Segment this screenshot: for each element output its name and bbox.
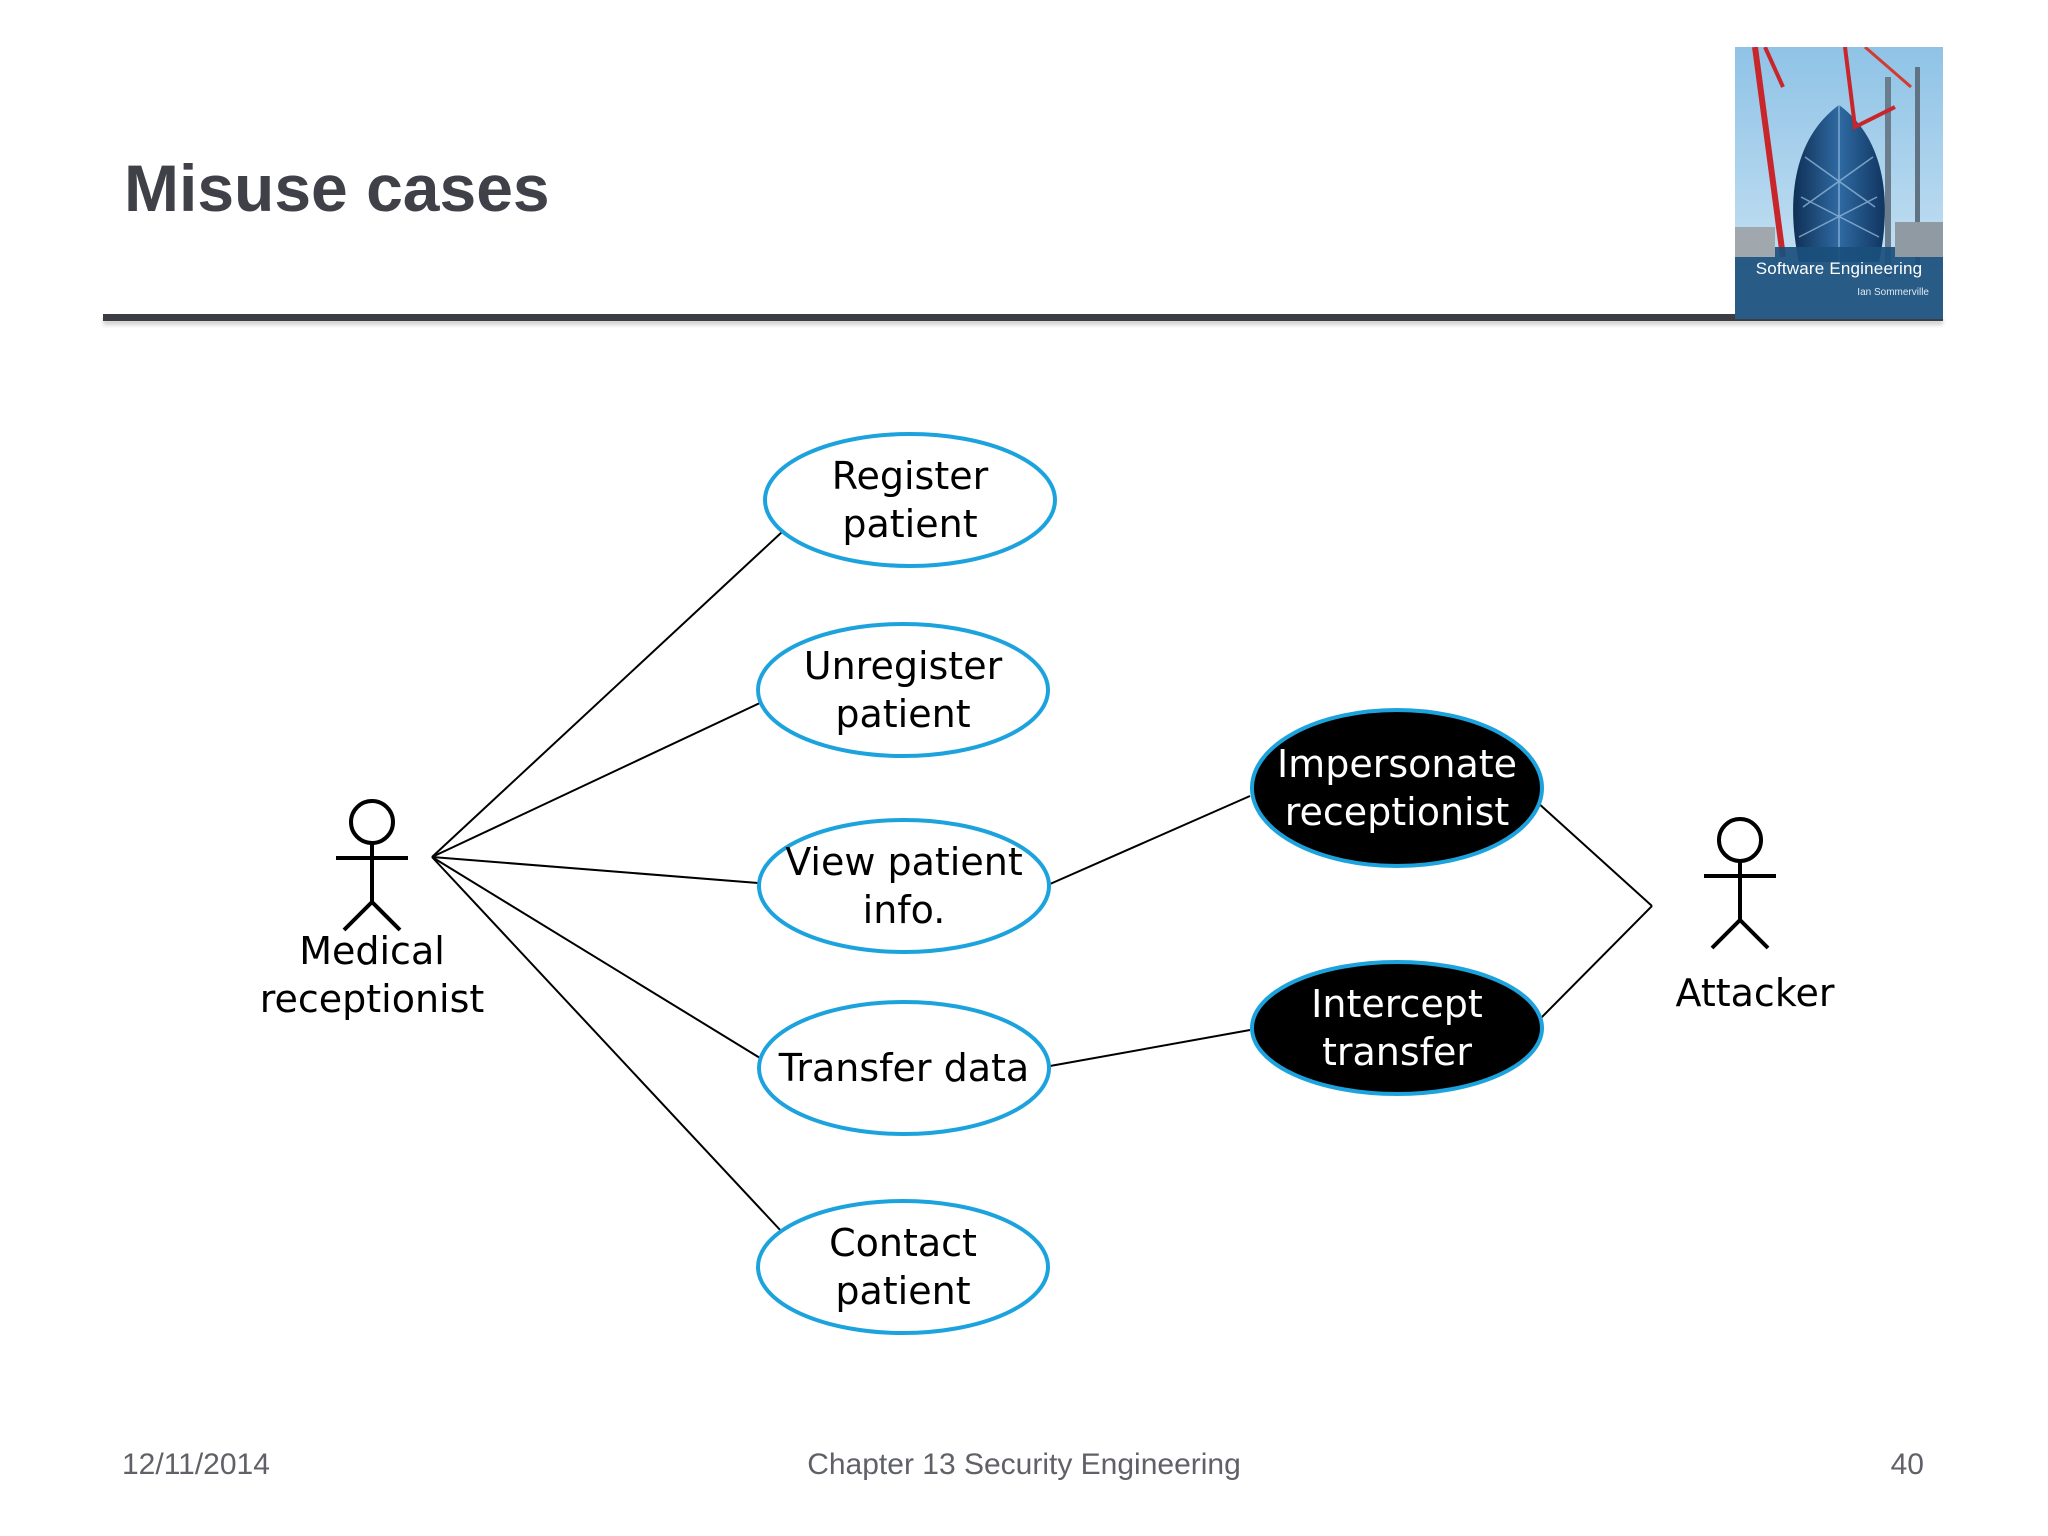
footer-chapter: Chapter 13 Security Engineering (807, 1448, 1241, 1481)
association-line-receptionist-unregister (431, 701, 763, 858)
use-case-label: receptionist (1285, 790, 1510, 834)
association-line-receptionist-view (431, 856, 759, 884)
association-line-impersonate-view (1049, 795, 1251, 885)
association-line-attacker-impersonate (1536, 801, 1653, 907)
slide-title: Misuse cases (124, 151, 550, 225)
use-case-ellipse (763, 432, 1057, 568)
use-case-label: patient (842, 502, 977, 546)
actor-name: receptionist (260, 977, 485, 1021)
use-case-ellipse (757, 1000, 1051, 1136)
association-line-receptionist-register (431, 531, 783, 858)
use-case-label: Transfer data (778, 1046, 1029, 1090)
book-cover-author: Ian Sommerville (1857, 287, 1929, 298)
use-case-ellipse (756, 622, 1050, 758)
association-line-attacker-intercept (1536, 905, 1653, 1023)
use-case-label: Contact (829, 1221, 977, 1265)
stick-figure-icon (1704, 817, 1776, 950)
actor-attacker[interactable]: Attacker (1676, 817, 1835, 1015)
book-cover-image: Software Engineering Ian Sommerville (1735, 47, 1943, 319)
use-case-ellipse (756, 1199, 1050, 1335)
use-case-ellipse (1250, 708, 1544, 868)
use-case-label: Intercept (1311, 982, 1483, 1026)
use-case-label: info. (863, 888, 946, 932)
use-case-transfer[interactable]: Transfer data (757, 1000, 1051, 1136)
association-line-intercept-transfer (1049, 1029, 1251, 1067)
use-case-label: patient (835, 1269, 970, 1313)
association-lines (431, 531, 1653, 1233)
book-cover-title: Software Engineering (1755, 259, 1923, 278)
gherkin-building-picture (1735, 47, 1943, 319)
use-case-label: Register (832, 454, 989, 498)
use-case-label: transfer (1322, 1030, 1472, 1074)
use-case-ellipse (1250, 960, 1544, 1096)
footer-date: 12/11/2014 (122, 1448, 270, 1481)
association-line-receptionist-transfer (431, 856, 761, 1059)
use-case-label: Unregister (804, 644, 1003, 688)
title-divider (103, 314, 1943, 321)
use-case-label: Impersonate (1277, 742, 1517, 786)
use-case-label: View patient (785, 840, 1022, 884)
association-line-receptionist-contact (431, 856, 783, 1233)
page-number: 40 (1890, 1448, 1924, 1481)
actor-name: Attacker (1676, 971, 1835, 1015)
actor-name: Medical (299, 929, 445, 973)
use-case-label: patient (835, 692, 970, 736)
use-case-ellipse (757, 818, 1051, 954)
stick-figure-icon (336, 799, 408, 932)
